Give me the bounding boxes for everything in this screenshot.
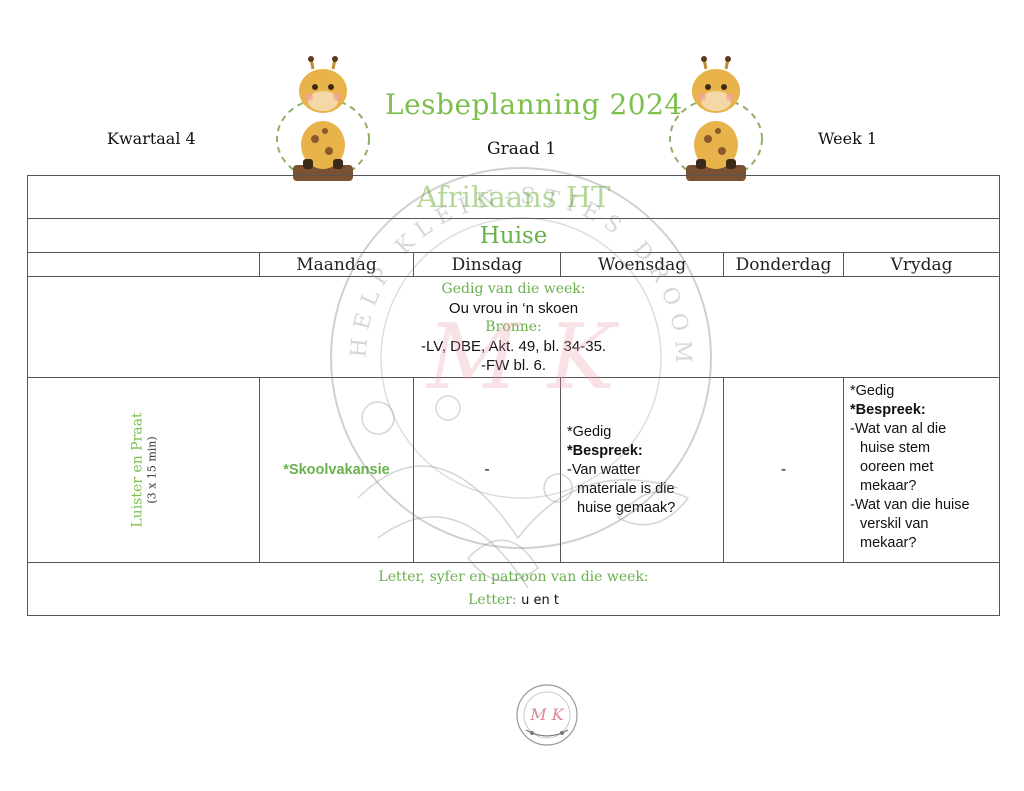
lesson-plan-table: Afrikaans HT Huise Maandag Dinsdag Woens… [26, 175, 1001, 616]
activity-label: Luister en Praat [129, 412, 145, 528]
thursday-cell: - [723, 377, 844, 563]
letter-of-week-section: Letter, syfer en patroon van die week: L… [26, 562, 1001, 616]
logo-icon: M K [516, 684, 578, 746]
grade-label: Graad 1 [487, 139, 557, 159]
activity-line: *Bespreek: [850, 402, 926, 418]
sources-label: Bronne: [485, 318, 542, 335]
day-header-thursday: Donderdag [723, 252, 844, 277]
activity-line: huise stem [860, 440, 931, 456]
wednesday-cell: *Gedig *Bespreek: -Van watter materiale … [560, 377, 724, 563]
activity-line: *Gedig [850, 383, 895, 399]
week-label: Week 1 [818, 129, 878, 148]
activity-line: huise gemaak? [577, 499, 676, 516]
monday-cell: *Skoolvakansie [259, 377, 414, 563]
days-header-row: Maandag Dinsdag Woensdag Donderdag Vryda… [27, 252, 1001, 277]
subject-heading: Afrikaans HT [26, 175, 1001, 219]
letter-label: Letter: [468, 592, 517, 608]
activity-line: ooreen met [860, 459, 934, 475]
activity-line: materiale is die [577, 480, 675, 497]
activity-line: mekaar? [860, 535, 917, 551]
poem-label: Gedig van die week: [441, 280, 586, 297]
letter-section-label: Letter, syfer en patroon van die week: [378, 569, 649, 585]
tuesday-cell: - [413, 377, 561, 563]
poem-title: Ou vrou in ‘n skoen [448, 299, 579, 317]
giraffe-illustration-right [669, 56, 763, 181]
logo-monogram: M K [529, 705, 564, 724]
giraffe-illustration-left [276, 56, 370, 181]
day-header-monday: Maandag [259, 252, 414, 277]
activity-duration: (3 x 15 min) [145, 436, 158, 504]
activity-line: verskil van [860, 516, 929, 532]
source-item: -LV, DBE, Akt. 49, bl. 34-35. [420, 337, 607, 355]
activity-line: *Bespreek: [567, 442, 643, 459]
activity-line: -Wat van die huise [850, 497, 970, 513]
poem-of-week-section: Gedig van die week: Ou vrou in ‘n skoen … [26, 276, 1001, 378]
day-header-tuesday: Dinsdag [413, 252, 561, 277]
letter-value: u en t [521, 593, 559, 608]
friday-cell: *Gedig *Bespreek: -Wat van al die huise … [842, 377, 1001, 563]
activity-line: *Gedig [567, 423, 612, 440]
term-label: Kwartaal 4 [107, 129, 196, 148]
activity-line: -Van watter [567, 461, 641, 478]
day-header-friday: Vrydag [842, 252, 1001, 277]
source-item: -FW bl. 6. [481, 356, 547, 374]
empty-header-cell [27, 252, 260, 277]
activity-line: mekaar? [860, 478, 917, 494]
page-title: Lesbeplanning 2024 [385, 88, 683, 121]
topic-heading: Huise [26, 218, 1001, 253]
activity-label-cell: Luister en Praat (3 x 15 min) [27, 377, 260, 563]
school-holiday-text: *Skoolvakansie [283, 462, 390, 478]
activity-line: -Wat van al die [850, 421, 947, 437]
listen-speak-row: Luister en Praat (3 x 15 min) *Skoolvaka… [27, 377, 1001, 563]
day-header-wednesday: Woensdag [560, 252, 724, 277]
